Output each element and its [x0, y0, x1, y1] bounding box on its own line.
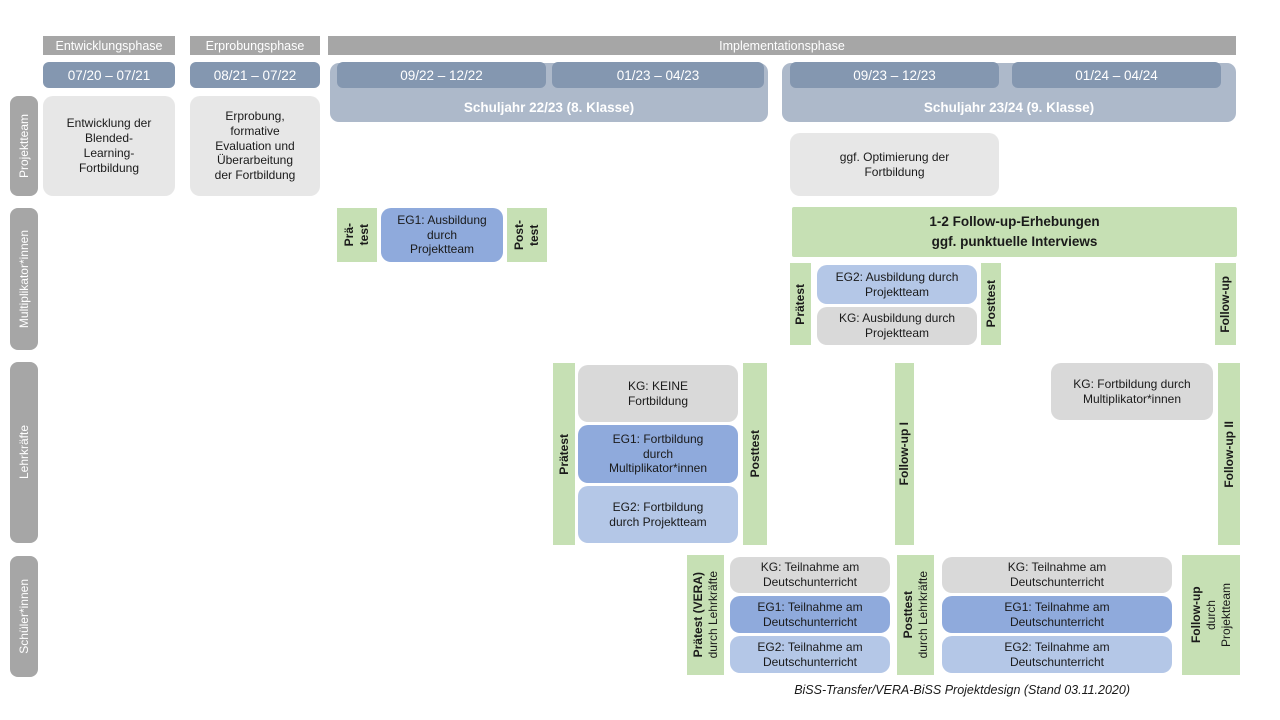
box-kg-fortbildung-multiplikatoren: KG: Fortbildung durch Multiplikator*inne… [1051, 363, 1213, 420]
box-eg2-teilnahme-deutschunterricht-2: EG2: Teilnahme am Deutschunterricht [942, 636, 1172, 673]
vbar-posttest-lehrkraefte-schueler: Posttest durch Lehrkräfte [897, 555, 934, 675]
vbar-followup-projektteam: Follow-up durch Projektteam [1182, 555, 1240, 675]
vbar-praetest-vera-lehrkraefte: Prätest (VERA) durch Lehrkräfte [687, 555, 724, 675]
box-followup-erhebungen: 1-2 Follow-up-Erhebungen ggf. punktuelle… [792, 207, 1237, 257]
vbar-praetest-multiplikatoren-1: Prä- test [337, 208, 377, 262]
vbar-posttest-multiplikatoren-1-text: Post- test [512, 220, 541, 250]
row-label-schuelerinnen-text: Schüler*innen [16, 579, 31, 654]
row-label-lehrkraefte-text: Lehrkräfte [16, 425, 31, 480]
box-eg2-teilnahme-deutschunterricht-1: EG2: Teilnahme am Deutschunterricht [730, 636, 890, 673]
vbar-posttest-multiplikatoren-2-text: Posttest [983, 280, 998, 328]
footer-caption: BiSS-Transfer/VERA-BiSS Projektdesign (S… [794, 683, 1130, 697]
vbar-praetest-multiplikatoren-2-text: Prätest [793, 283, 807, 325]
box-kg-teilnahme-deutschunterricht-2: KG: Teilnahme am Deutschunterricht [942, 557, 1172, 593]
box-kg-keine-fortbildung: KG: KEINE Fortbildung [578, 365, 738, 422]
phase-bar-implementationsphase: Implementationsphase [328, 36, 1236, 55]
row-label-multiplikatorinnen: Multiplikator*innen [10, 208, 38, 350]
box-erprobung-evaluation: Erprobung, formative Evaluation und Über… [190, 96, 320, 196]
phase-bar-erprobungsphase: Erprobungsphase [190, 36, 320, 55]
date-chip-0124-0424: 01/24 – 04/24 [1012, 62, 1221, 88]
box-optimierung-fortbildung: ggf. Optimierung der Fortbildung [790, 133, 999, 196]
box-eg1-fortbildung-multiplikatoren: EG1: Fortbildung durch Multiplikator*inn… [578, 425, 738, 483]
vbar-followup-1-lehrkraefte-text: Follow-up I [897, 422, 911, 486]
box-eg1-teilnahme-deutschunterricht-2: EG1: Teilnahme am Deutschunterricht [942, 596, 1172, 633]
vbar-praetest-multiplikatoren-1-text: Prä- test [342, 223, 371, 247]
date-chip-0821-0722: 08/21 – 07/22 [190, 62, 320, 88]
box-eg1-ausbildung-projektteam: EG1: Ausbildung durch Projektteam [381, 208, 503, 262]
vbar-posttest-lehrkraefte: Posttest [743, 363, 767, 545]
vbar-praetest-vera-lehrkraefte-text: Prätest (VERA) durch Lehrkräfte [690, 571, 720, 659]
box-kg-ausbildung-projektteam: KG: Ausbildung durch Projektteam [817, 307, 977, 345]
date-chip-0123-0423: 01/23 – 04/23 [552, 62, 764, 88]
vbar-followup-2-lehrkraefte: Follow-up II [1218, 363, 1240, 545]
box-kg-teilnahme-deutschunterricht-1: KG: Teilnahme am Deutschunterricht [730, 557, 890, 593]
row-label-schuelerinnen: Schüler*innen [10, 556, 38, 677]
row-label-projektteam: Projektteam [10, 96, 38, 196]
vbar-praetest-multiplikatoren-2: Prätest [790, 263, 811, 345]
vbar-praetest-lehrkraefte: Prätest [553, 363, 575, 545]
vbar-praetest-lehrkraefte-text: Prätest [556, 433, 571, 475]
vbar-posttest-lehrkraefte-schueler-text: Posttest durch Lehrkräfte [900, 571, 930, 659]
date-chip-0922-1222: 09/22 – 12/22 [337, 62, 546, 88]
vbar-posttest-multiplikatoren-1: Post- test [507, 208, 547, 262]
box-eg1-teilnahme-deutschunterricht-1: EG1: Teilnahme am Deutschunterricht [730, 596, 890, 633]
row-label-lehrkraefte: Lehrkräfte [10, 362, 38, 543]
row-label-multiplikatorinnen-text: Multiplikator*innen [16, 229, 31, 329]
vbar-followup-multiplikatoren-text: Follow-up [1218, 275, 1232, 333]
vbar-posttest-lehrkraefte-text: Posttest [747, 430, 762, 478]
row-label-projektteam-text: Projektteam [16, 113, 31, 179]
date-chip-0720-0721: 07/20 – 07/21 [43, 62, 175, 88]
vbar-followup-projektteam-text: Follow-up durch Projektteam [1188, 582, 1233, 648]
box-eg2-ausbildung-projektteam: EG2: Ausbildung durch Projektteam [817, 265, 977, 304]
vbar-followup-multiplikatoren: Follow-up [1215, 263, 1236, 345]
vbar-followup-1-lehrkraefte: Follow-up I [895, 363, 914, 545]
box-eg2-fortbildung-projektteam: EG2: Fortbildung durch Projektteam [578, 486, 738, 543]
vbar-posttest-multiplikatoren-2: Posttest [981, 263, 1001, 345]
vbar-followup-2-lehrkraefte-text: Follow-up II [1221, 420, 1236, 488]
date-chip-0923-1223: 09/23 – 12/23 [790, 62, 999, 88]
phase-bar-entwicklungsphase: Entwicklungsphase [43, 36, 175, 55]
box-entwicklung-fortbildung: Entwicklung der Blended- Learning- Fortb… [43, 96, 175, 196]
